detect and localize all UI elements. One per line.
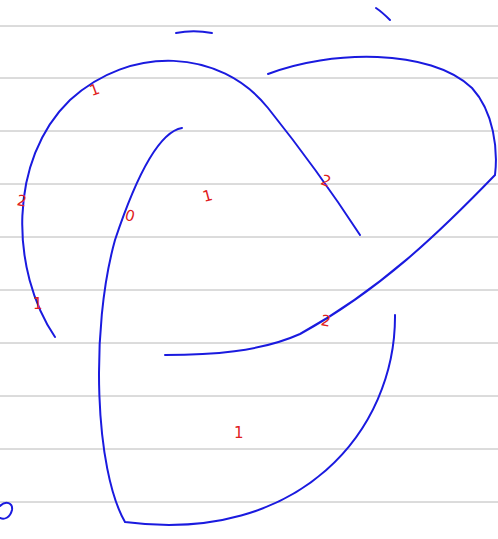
region-number: 1 <box>201 188 214 205</box>
region-number: 2 <box>319 173 333 190</box>
region-number: 2 <box>320 313 332 329</box>
paper-rules <box>0 26 498 502</box>
region-number: 1 <box>88 82 102 99</box>
region-number: 1 <box>234 426 244 441</box>
trefoil-strands <box>0 8 496 525</box>
region-number: 0 <box>123 208 136 225</box>
region-number: 2 <box>16 193 28 209</box>
region-number: 1 <box>33 297 43 312</box>
